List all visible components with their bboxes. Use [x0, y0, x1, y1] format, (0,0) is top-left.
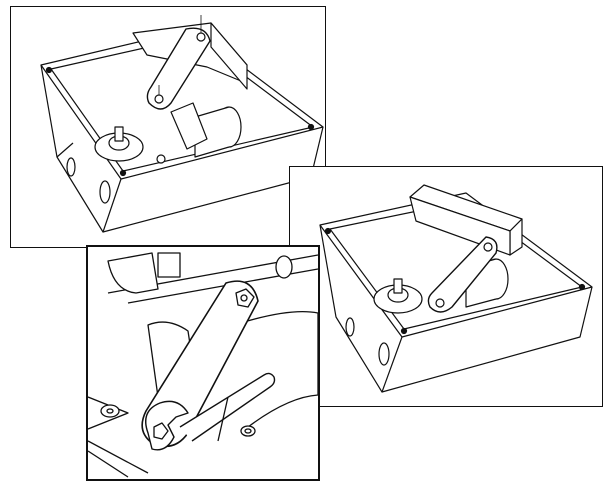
box-walls	[319, 224, 593, 393]
cable-hole	[345, 317, 355, 337]
screw	[578, 283, 586, 291]
lever-arm	[146, 27, 211, 110]
detail-drawing	[88, 252, 318, 478]
screw	[324, 227, 332, 235]
box-walls	[40, 64, 324, 233]
cable-hole	[99, 180, 111, 204]
bolt	[156, 154, 166, 164]
panel-wrench-detail	[86, 245, 320, 481]
arm-bolt-bottom	[153, 422, 169, 440]
box-rim-detail	[88, 396, 129, 430]
shaft	[393, 278, 403, 294]
wrench-handle	[179, 372, 276, 442]
cable-hole	[378, 342, 390, 366]
panel-arm-installed	[289, 166, 603, 407]
shaft	[114, 126, 124, 142]
panel-arm-removed	[10, 6, 326, 248]
screw	[119, 169, 127, 177]
arm-bolt-bottom	[435, 298, 445, 308]
arm-bolt-top	[483, 242, 493, 252]
bracket-nut	[157, 252, 181, 278]
screw	[100, 404, 120, 418]
lever-arm	[427, 236, 498, 313]
arm-bolt-top	[235, 288, 255, 308]
screw	[240, 425, 256, 437]
arm-bolt-bottom	[154, 94, 164, 104]
box-drawing-b	[319, 184, 593, 393]
screw	[45, 66, 53, 74]
box-drawing-a	[40, 15, 324, 233]
support-block	[170, 102, 208, 150]
bracket-post	[107, 252, 159, 294]
screw	[307, 123, 315, 131]
cable-hole	[66, 157, 76, 177]
arm-bolt-top	[196, 32, 206, 42]
screw	[400, 327, 408, 335]
hole	[275, 255, 293, 279]
